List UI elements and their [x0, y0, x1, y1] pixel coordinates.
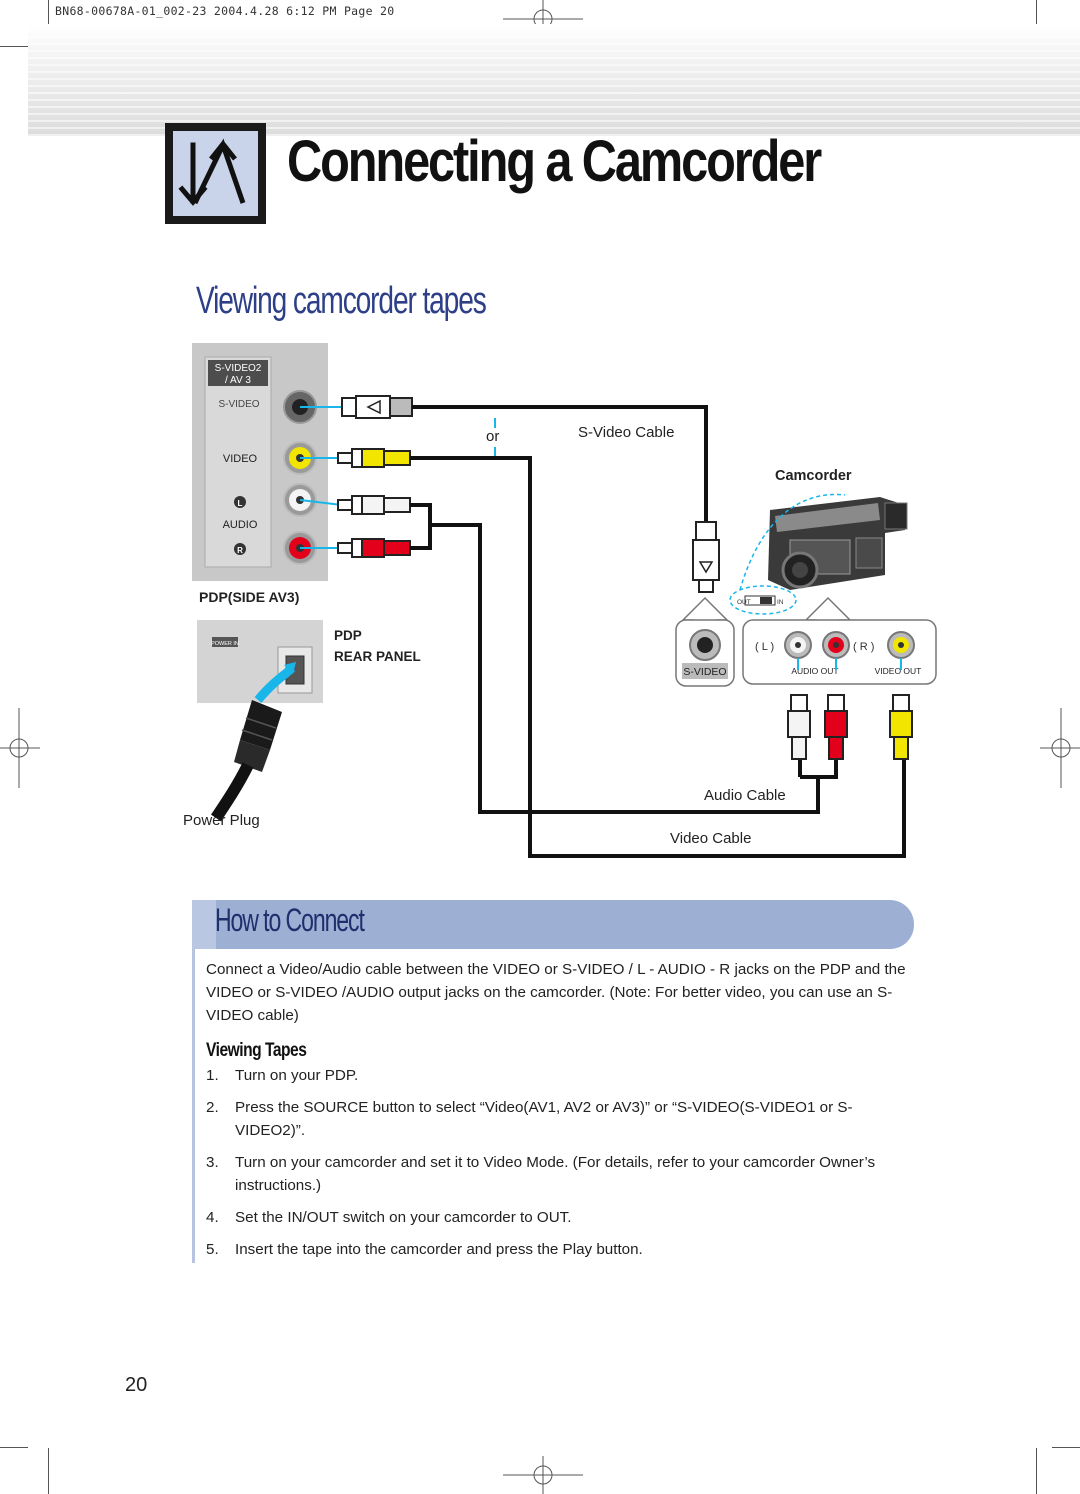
list-item: 3. Turn on your camcorder and set it to V… — [206, 1151, 896, 1197]
list-item: 5. Insert the tape into the camcorder and… — [206, 1238, 896, 1261]
cam-l-label: ( L ) — [755, 641, 774, 653]
step-number: 3. — [206, 1154, 219, 1171]
step-text: Insert the tape into the camcorder and p… — [235, 1241, 643, 1258]
svideo-plug-pdp — [341, 395, 413, 419]
viewing-tapes-heading: Viewing Tapes — [206, 1040, 307, 1061]
camcorder-plug-white — [787, 694, 811, 760]
l-marker — [234, 496, 246, 508]
pdp-side-caption: PDP(SIDE AV3) — [199, 589, 299, 605]
registration-mark — [503, 1456, 583, 1494]
in-label: IN — [777, 599, 784, 606]
step-number: 1. — [206, 1067, 219, 1084]
video-cable-label: Video Cable — [670, 830, 751, 847]
step-text: Turn on your PDP. — [235, 1067, 359, 1084]
steps-list: 1. Turn on your PDP. 2. Press the SOURCE b… — [206, 1064, 896, 1270]
section-side-rule — [192, 949, 195, 1263]
crop-mark — [0, 1447, 28, 1448]
step-number: 4. — [206, 1209, 219, 1226]
pdp-leader-lines — [299, 406, 343, 549]
svideo-cable-line — [412, 405, 708, 522]
pdp-side-label-strip — [204, 356, 272, 568]
how-to-title: How to Connect — [215, 902, 365, 938]
step-text: Turn on your camcorder and set it to Vid… — [235, 1154, 876, 1194]
list-item: 2. Press the SOURCE button to select “Vid… — [206, 1096, 896, 1142]
crop-mark — [48, 0, 49, 46]
step-number: 2. — [206, 1099, 219, 1116]
how-to-bar-shade — [192, 900, 216, 949]
step-number: 5. — [206, 1241, 219, 1258]
badge-line2: / AV 3 — [225, 375, 251, 386]
video-plug-pdp-yellow — [337, 448, 411, 468]
cam-svideo-label: S-VIDEO — [683, 666, 726, 678]
crop-mark — [1036, 0, 1037, 46]
connection-diagram: S-VIDEO2 / AV 3 S-VIDEO VIDEO L AUDIO R … — [183, 343, 937, 858]
registration-mark — [1040, 708, 1080, 788]
video-cable-line — [410, 456, 906, 858]
svideo-cable-label: S-Video Cable — [578, 424, 674, 441]
power-plug-drawing — [211, 700, 282, 822]
how-to-bar — [192, 900, 914, 949]
camcorder-label: Camcorder — [775, 468, 852, 484]
chapter-icon — [173, 131, 258, 216]
badge-line1: S-VIDEO2 — [215, 363, 262, 374]
camcorder-plug-red — [824, 694, 848, 760]
section-subtitle: Viewing camcorder tapes — [196, 280, 487, 322]
crop-mark — [1036, 1448, 1037, 1494]
r-marker — [234, 543, 246, 555]
audio-plug-pdp-red — [337, 538, 411, 558]
pdp-audio-label: AUDIO — [223, 519, 258, 531]
cam-r-label: ( R ) — [853, 641, 874, 653]
crop-mark — [0, 46, 28, 47]
pdp-svideo-label: S-VIDEO — [218, 399, 259, 410]
camcorder-plug-yellow — [889, 694, 913, 760]
registration-mark — [0, 708, 40, 788]
list-item: 4. Set the IN/OUT switch on your camcorde… — [206, 1206, 896, 1229]
r-letter: R — [237, 546, 243, 555]
page-number: 20 — [125, 1374, 148, 1396]
camcorder-drawing — [768, 497, 908, 590]
svideo2-badge — [208, 360, 268, 386]
l-letter: L — [238, 499, 243, 508]
or-label: or — [486, 428, 499, 445]
how-to-description: Connect a Video/Audio cable between the … — [206, 961, 906, 1024]
step-text: Set the IN/OUT switch on your camcorder … — [235, 1209, 572, 1226]
rear-panel-label-2: REAR PANEL — [334, 649, 421, 664]
power-in-label: POWER IN — [211, 641, 239, 647]
audio-plug-pdp-white — [337, 495, 411, 515]
audio-out-label: AUDIO OUT — [791, 666, 838, 676]
print-slug: BN68-00678A-01_002-23 2004.4.28 6:12 PM … — [55, 4, 395, 18]
power-plug-label: Power Plug — [183, 812, 260, 829]
audio-cable-label: Audio Cable — [704, 787, 786, 804]
step-text: Press the SOURCE button to select “Video… — [235, 1099, 853, 1139]
cables — [410, 405, 906, 858]
crop-mark — [1052, 1447, 1080, 1448]
connection-arrows-icon — [178, 138, 246, 206]
pdp-video-label: VIDEO — [223, 453, 258, 465]
out-label: OUT — [737, 599, 751, 606]
header-stripes — [28, 24, 1080, 136]
audio-cable-white-line — [410, 503, 820, 814]
list-item: 1. Turn on your PDP. — [206, 1064, 896, 1087]
crop-mark — [48, 1448, 49, 1494]
rear-panel-label-1: PDP — [334, 628, 362, 643]
page-title: Connecting a Camcorder — [287, 129, 822, 194]
video-out-label: VIDEO OUT — [875, 666, 922, 676]
svideo-plug-camcorder — [692, 521, 720, 593]
